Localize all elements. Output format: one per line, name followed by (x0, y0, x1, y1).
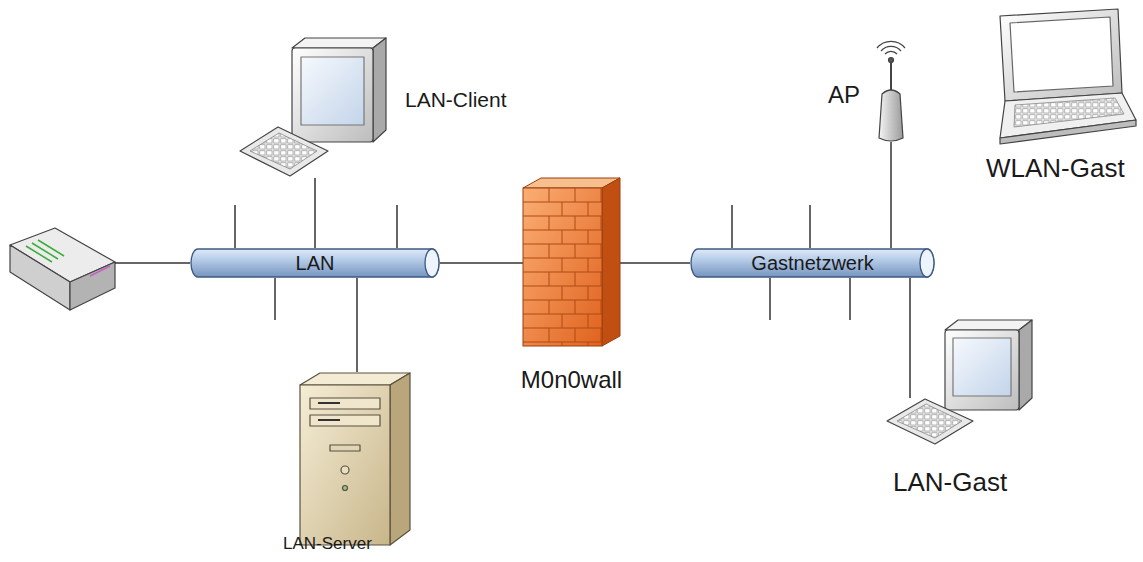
node-label: LAN-Server (283, 534, 372, 554)
node-label: Gastnetzwerk (751, 252, 873, 275)
computer-icon (240, 38, 386, 176)
modem-wire (115, 262, 190, 264)
network-cable (909, 278, 911, 398)
network-cable (620, 262, 690, 264)
modem-icon (10, 228, 115, 310)
computer-node: LAN-Gast (885, 398, 1035, 508)
node-label: WLAN-Gast (986, 154, 1125, 184)
firewall-node: M0n0wall (523, 178, 620, 346)
server-node: LAN-Server (280, 372, 415, 555)
computer-node: LAN-Client (236, 38, 536, 178)
node-label: M0n0wall (498, 366, 645, 394)
network-bus: LAN (190, 248, 440, 278)
network-cable (314, 178, 316, 248)
network-cable (440, 262, 523, 264)
laptop-node: WLAN-Gast (980, 6, 1138, 191)
access-point-icon (877, 41, 905, 141)
network-cable (356, 278, 358, 372)
server-icon (300, 373, 410, 545)
node-label: LAN-Client (405, 88, 507, 112)
laptop-icon (1000, 9, 1136, 144)
computer-icon (887, 320, 1032, 444)
network-bus: Gastnetzwerk (690, 248, 935, 278)
node-label: LAN (296, 252, 335, 275)
firewall-brick (523, 178, 620, 346)
node-label: LAN-Gast (893, 468, 1007, 498)
network-cable (890, 142, 892, 248)
node-label: AP (828, 81, 860, 109)
access-point-node: AP (822, 45, 908, 142)
